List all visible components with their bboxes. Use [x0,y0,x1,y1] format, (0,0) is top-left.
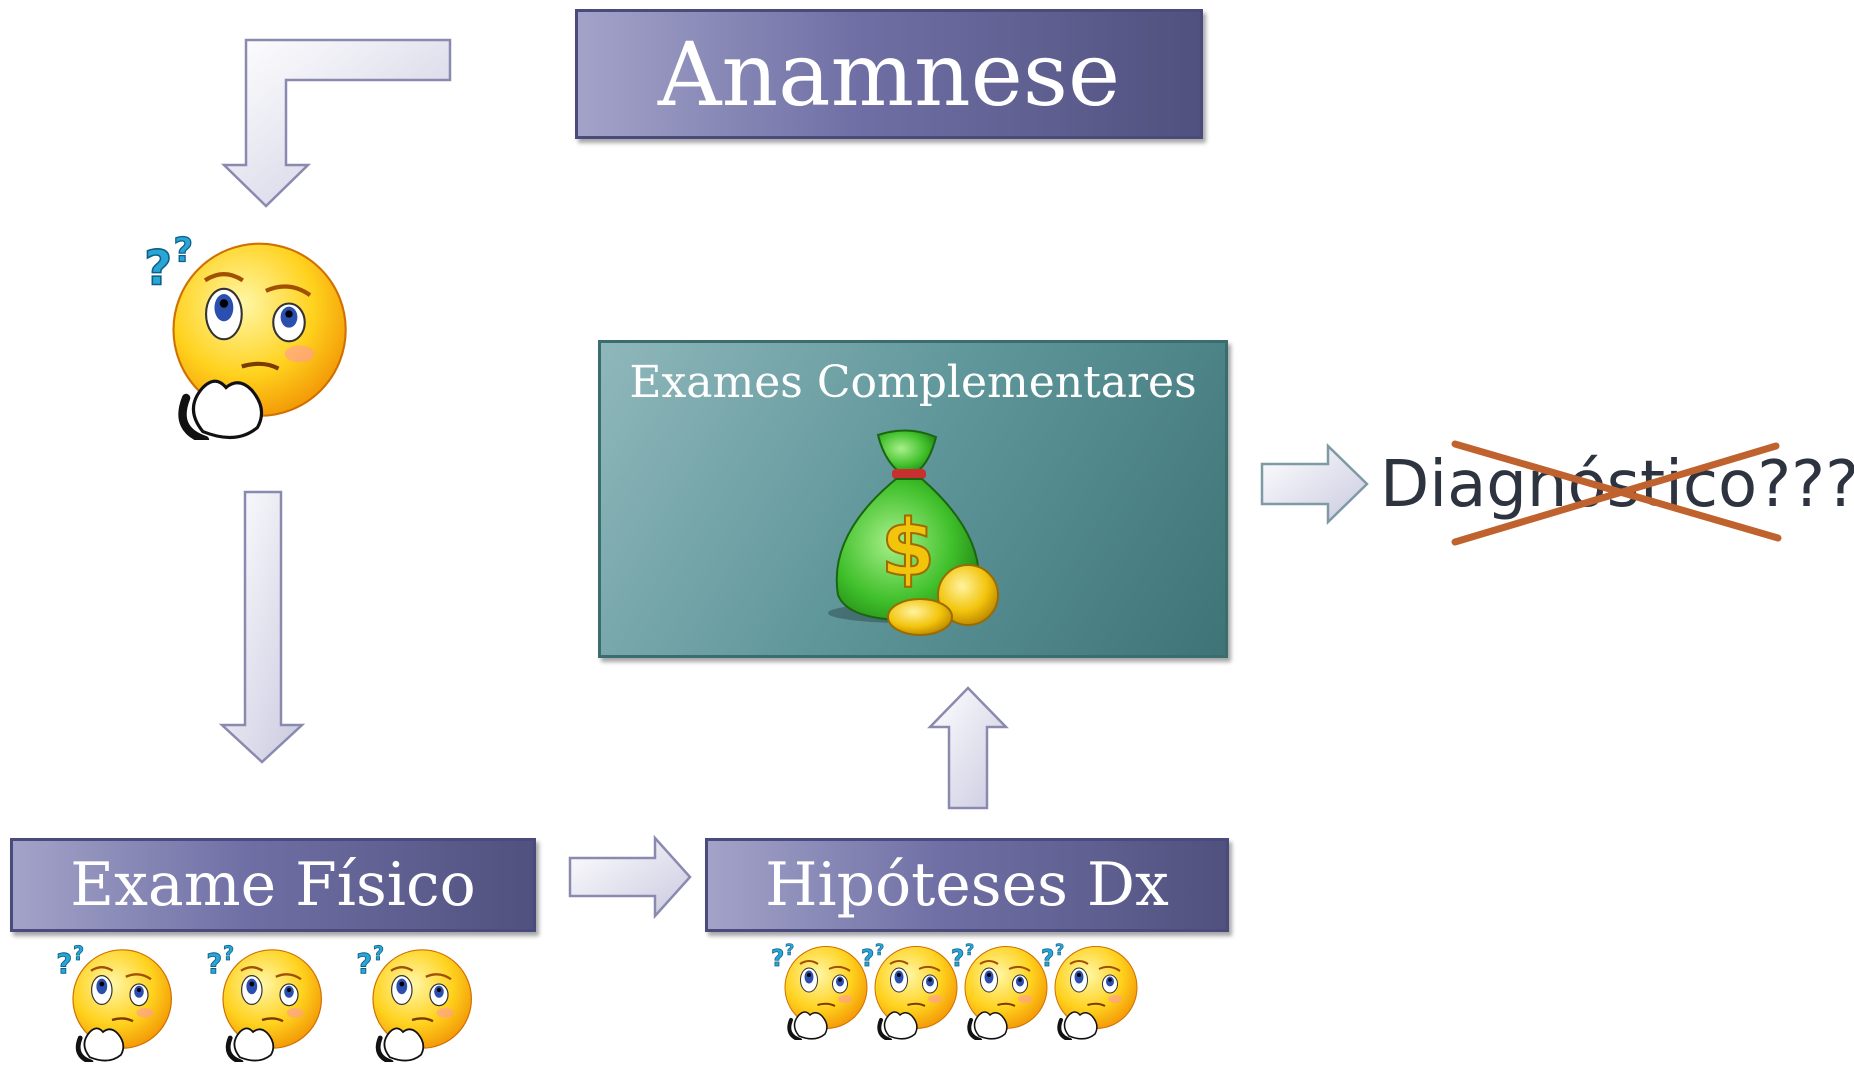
hipoteses-box: Hipóteses Dx [705,838,1229,932]
svg-text:?: ? [771,946,784,972]
svg-text:?: ? [1041,946,1054,972]
thinking-face-icon: ? ? [142,230,352,445]
svg-text:?: ? [144,241,172,297]
diagnostico-text: Diagnóstico??? [1380,448,1854,522]
svg-text:?: ? [373,942,384,965]
up-arrow [927,686,1009,810]
svg-text:?: ? [951,946,964,972]
down-arrow [218,490,306,764]
svg-text:?: ? [174,231,193,270]
right-arrow-diagnostico [1260,443,1369,525]
exame-fisico-box: Exame Físico [10,838,536,932]
exames-complementares-label: Exames Complementares [629,357,1197,408]
svg-text:?: ? [73,942,84,965]
svg-text:?: ? [56,947,72,980]
svg-text:?: ? [206,947,222,980]
svg-text:$: $ [881,504,935,594]
svg-text:?: ? [965,940,974,959]
exame-fisico-label: Exame Físico [70,850,476,920]
thinking-face-icon: ? ? [55,942,175,1065]
thinking-face-icon: ? ? [770,940,870,1042]
anamnese-label: Anamnese [657,22,1121,126]
anamnese-box: Anamnese [575,9,1203,139]
svg-text:?: ? [861,946,874,972]
svg-text:?: ? [875,940,884,959]
svg-text:?: ? [785,940,794,959]
bent-arrow [220,38,452,208]
thinking-face-icon: ? ? [355,942,475,1065]
right-arrow-hipoteses [568,834,692,920]
hipoteses-label: Hipóteses Dx [765,850,1169,920]
thinking-face-icon: ? ? [205,942,325,1065]
thinking-face-icon: ? ? [860,940,960,1042]
thinking-face-icon: ? ? [1040,940,1140,1042]
svg-text:?: ? [356,947,372,980]
money-bag-icon: $ [828,429,999,636]
svg-text:?: ? [223,942,234,965]
svg-text:?: ? [1055,940,1064,959]
thinking-face-icon: ? ? [950,940,1050,1042]
